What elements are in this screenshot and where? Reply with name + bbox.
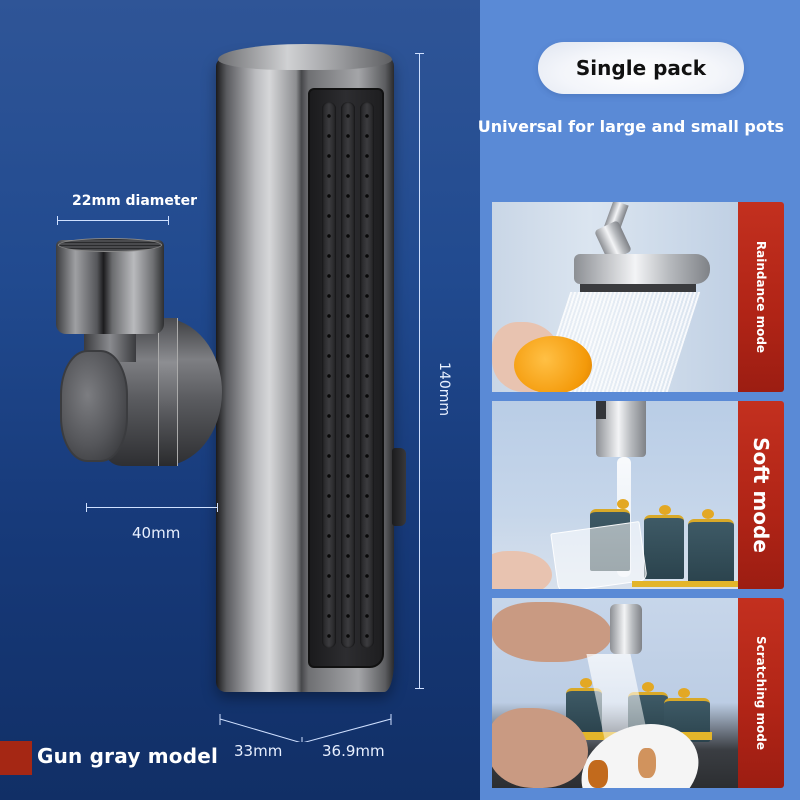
food-stain [588, 760, 608, 788]
faucet-top-cap [218, 44, 392, 70]
orange-fruit [514, 336, 592, 392]
footprint-dimension-lines [219, 714, 392, 742]
tagline: Universal for large and small pots [477, 117, 784, 136]
jar-lid [642, 682, 654, 692]
height-label: 140mm [436, 362, 452, 416]
jar-lid [702, 509, 714, 519]
product-image-panel: 22mm diameter 40mm 140mm 33mm 36.9mm Gun… [0, 0, 480, 800]
food-stain [638, 748, 656, 778]
pack-label: Single pack [575, 56, 707, 80]
thread-rim [58, 238, 162, 252]
pull-out-faucet [610, 604, 642, 654]
hand [492, 602, 612, 662]
mode-card-scratching: Scratching mode [492, 598, 792, 788]
depth-label: 33mm [234, 742, 283, 760]
spray-nozzle-row [322, 102, 336, 648]
faucet-head [574, 254, 710, 284]
hand [492, 708, 588, 788]
spray-nozzle-row [360, 102, 374, 648]
canister [688, 519, 734, 583]
arm-length-label: 40mm [132, 524, 181, 542]
inlet-diameter-line [57, 220, 169, 221]
inlet-diameter-label: 22mm diameter [72, 193, 197, 209]
pack-badge: Single pack [538, 42, 744, 94]
jar-lid [580, 678, 592, 688]
soft-photo [492, 401, 738, 589]
jar-lid [617, 499, 629, 509]
swivel-collar [158, 318, 178, 466]
dimension-tick [415, 688, 424, 689]
mode-card-raindance: Raindance mode [492, 202, 792, 392]
raindance-photo [492, 202, 738, 392]
jar-lid [678, 688, 690, 698]
dimension-tick [57, 216, 58, 225]
mode-card-soft: Soft mode [492, 401, 792, 589]
spray-nozzle-row [341, 102, 355, 648]
model-label: Gun gray model [37, 744, 219, 768]
mode-label: Soft mode [749, 437, 773, 553]
mode-tab-soft: Soft mode [738, 401, 784, 589]
mode-switch-button [392, 448, 406, 526]
scratching-photo [492, 598, 738, 788]
jar-lid [659, 505, 671, 515]
faucet-button [596, 401, 606, 419]
dimension-tick [415, 53, 424, 54]
thread-inlet [56, 240, 164, 334]
mode-tab-scratching: Scratching mode [738, 598, 784, 788]
spray-bristles [580, 284, 696, 292]
width-label: 36.9mm [322, 742, 385, 760]
swivel-end-cap [60, 350, 128, 462]
tray [632, 581, 738, 587]
mode-label: Raindance mode [754, 240, 768, 354]
mode-tab-raindance: Raindance mode [738, 202, 784, 392]
dimension-tick [86, 503, 87, 512]
model-color-swatch [0, 741, 32, 775]
dimension-tick [217, 503, 218, 512]
drinking-glass [550, 521, 648, 589]
dimension-tick [168, 216, 169, 225]
height-line [419, 53, 420, 689]
hand [492, 551, 552, 589]
mode-label: Scratching mode [754, 635, 768, 751]
spray-face-panel [308, 88, 384, 668]
canister [644, 515, 684, 579]
arm-length-line [86, 507, 218, 508]
